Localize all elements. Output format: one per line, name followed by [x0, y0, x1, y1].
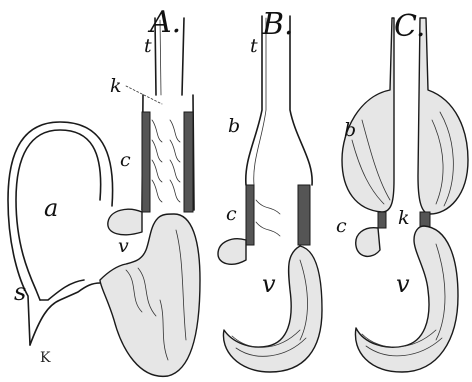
panel-b-c-band-right	[298, 185, 310, 245]
panel-a-label-a: a	[44, 194, 58, 222]
panel-a: A. t k c a v s K	[8, 5, 200, 376]
panel-b-bulb	[218, 239, 246, 264]
panel-b-label-v: v	[262, 270, 276, 298]
panel-b-label-c: c	[226, 203, 237, 225]
panel-a-label-k: k	[110, 75, 122, 97]
panel-a-label-v: v	[118, 235, 129, 257]
panel-a-c-folds	[152, 120, 180, 202]
panel-c-bulb	[356, 228, 380, 257]
panel-a-v	[100, 214, 200, 376]
panel-c-b-left	[342, 18, 394, 212]
panel-a-label: A.	[147, 5, 181, 40]
panel-b-c-band-left	[246, 185, 254, 245]
panel-b-label-t: t	[250, 35, 258, 57]
panel-c-label-c: c	[336, 215, 347, 237]
panel-a-tube-right	[182, 18, 184, 95]
panel-a-bulb	[108, 209, 142, 235]
panel-c-b-right	[418, 18, 468, 214]
panel-b-label: B.	[261, 7, 294, 42]
panel-c-label-b: b	[344, 119, 356, 141]
panel-a-label-c: c	[120, 149, 131, 171]
panel-c-label-k: k	[398, 207, 410, 229]
panel-c-label: C.	[394, 9, 425, 44]
panel-c: C. b c k v	[336, 9, 468, 372]
panel-c-label-v: v	[396, 270, 410, 298]
panel-b: B. t b c v	[218, 7, 322, 372]
panel-b-c-fold2	[256, 222, 280, 236]
panel-a-sac-inner	[16, 130, 101, 300]
panel-a-label-t: t	[144, 35, 152, 57]
panel-a-s-duct	[40, 280, 84, 300]
panel-a-label-s: s	[14, 278, 26, 306]
panel-b-c-fold1	[256, 200, 280, 214]
panel-c-c-band-left	[378, 212, 386, 228]
panel-a-c-band-left	[142, 112, 150, 212]
panel-b-label-b: b	[228, 115, 240, 137]
engraver-mark: K	[40, 350, 51, 366]
panel-a-s-duct2	[30, 283, 100, 345]
panel-a-c-band-right	[184, 112, 193, 212]
